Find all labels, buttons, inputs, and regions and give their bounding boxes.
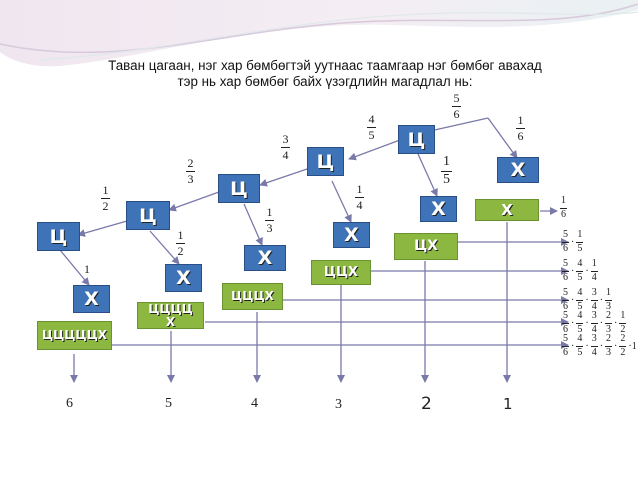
node-c5: Ц: [398, 125, 435, 154]
count-label: 3: [335, 397, 342, 412]
arrow: [331, 180, 352, 223]
node-x: Х: [165, 264, 202, 292]
outcome-cx: ЦХ: [394, 233, 458, 260]
arrow: [417, 153, 438, 197]
node-c1: Ц: [37, 222, 80, 251]
node-x: Х: [244, 245, 286, 271]
arrow: [259, 167, 311, 187]
count-label: 4: [251, 396, 258, 411]
arrow: [243, 203, 263, 246]
node-c4: Ц: [307, 147, 344, 176]
count-label: 6: [66, 396, 73, 411]
arrow: [77, 220, 128, 237]
node-x: Х: [420, 196, 457, 222]
arrow: [348, 139, 401, 161]
decor-swoosh: [0, 0, 638, 67]
arrow: [59, 249, 90, 286]
outcome-cccccx: ЦЦЦЦЦХ: [37, 321, 112, 350]
outcome-cccx: ЦЦЦХ: [222, 283, 283, 310]
decor-swoosh-line: [0, 3, 638, 54]
outcome-x: Х: [475, 199, 539, 221]
count-label: 1: [503, 395, 513, 413]
outcome-ccx: ЦЦХ: [311, 260, 371, 285]
count-label: 5: [165, 396, 172, 411]
arrow: [168, 191, 220, 212]
count-label: 2: [421, 394, 432, 414]
node-x-top: Х: [497, 157, 539, 183]
arrow: [487, 117, 518, 159]
last-suffix: ·1: [628, 340, 637, 352]
node-x: Х: [333, 222, 370, 248]
arrow: [149, 230, 180, 265]
outcome-ccccx: ЦЦЦЦХ: [137, 302, 204, 329]
prob-1: 1: [84, 262, 90, 276]
node-c2: Ц: [126, 201, 170, 230]
node-c3: Ц: [218, 174, 260, 203]
node-x: Х: [73, 285, 110, 313]
decor-swoosh-line: [39, 11, 638, 61]
title-line-2: тэр нь хар бөмбөг байх үзэгдлийн магадла…: [177, 74, 473, 89]
title-line-1: Таван цагаан, нэг хар бөмбөгтэй уутнаас …: [108, 58, 542, 73]
